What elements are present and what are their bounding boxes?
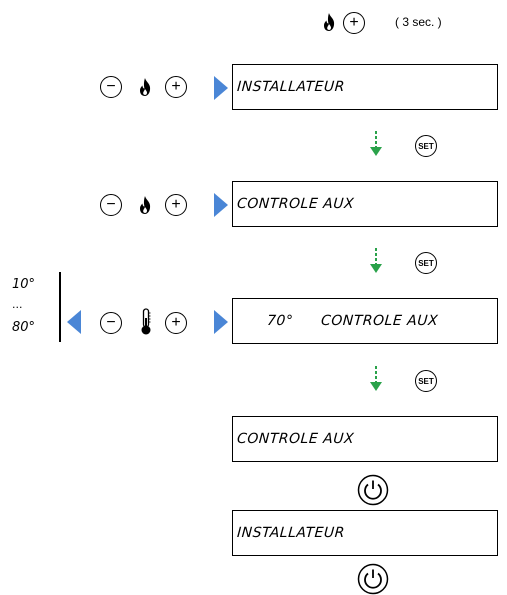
dashed-arrow-down-icon — [370, 248, 382, 273]
power-button-icon[interactable] — [357, 474, 389, 506]
set-button[interactable]: SET — [415, 370, 437, 392]
flame-icon — [140, 78, 151, 96]
minus-button[interactable]: − — [100, 76, 122, 98]
display-controle-aux: CONTROLE AUX — [232, 181, 498, 227]
plus-button[interactable]: + — [165, 312, 187, 334]
set-button[interactable]: SET — [415, 252, 437, 274]
dashed-arrow-down-icon — [370, 131, 382, 156]
temperature-value: 70° — [266, 313, 294, 329]
display-installateur: INSTALLATEUR — [232, 64, 498, 110]
dashed-arrow-down-icon — [370, 366, 382, 391]
arrow-left-icon — [67, 310, 81, 334]
plus-button-top[interactable]: + — [343, 12, 365, 34]
range-divider — [59, 272, 61, 342]
plus-button[interactable]: + — [165, 76, 187, 98]
flame-icon — [140, 196, 151, 214]
range-min-label: 10° — [12, 277, 36, 292]
display-controle-aux-final: CONTROLE AUX — [232, 416, 498, 462]
arrow-right-icon — [214, 310, 228, 334]
power-button-icon[interactable] — [357, 563, 389, 595]
arrow-right-icon — [214, 193, 228, 217]
hold-duration-hint: ( 3 sec. ) — [395, 15, 442, 29]
minus-button[interactable]: − — [100, 312, 122, 334]
flame-icon — [324, 13, 335, 31]
display-installateur-final: INSTALLATEUR — [232, 510, 498, 556]
range-dots: ... — [12, 298, 23, 311]
thermometer-icon — [141, 308, 151, 335]
plus-button[interactable]: + — [165, 194, 187, 216]
display-temperature: 70° CONTROLE AUX — [232, 298, 498, 344]
set-button[interactable]: SET — [415, 135, 437, 157]
display-label: CONTROLE AUX — [320, 313, 439, 329]
minus-button[interactable]: − — [100, 194, 122, 216]
arrow-right-icon — [214, 76, 228, 100]
range-max-label: 80° — [12, 320, 36, 335]
